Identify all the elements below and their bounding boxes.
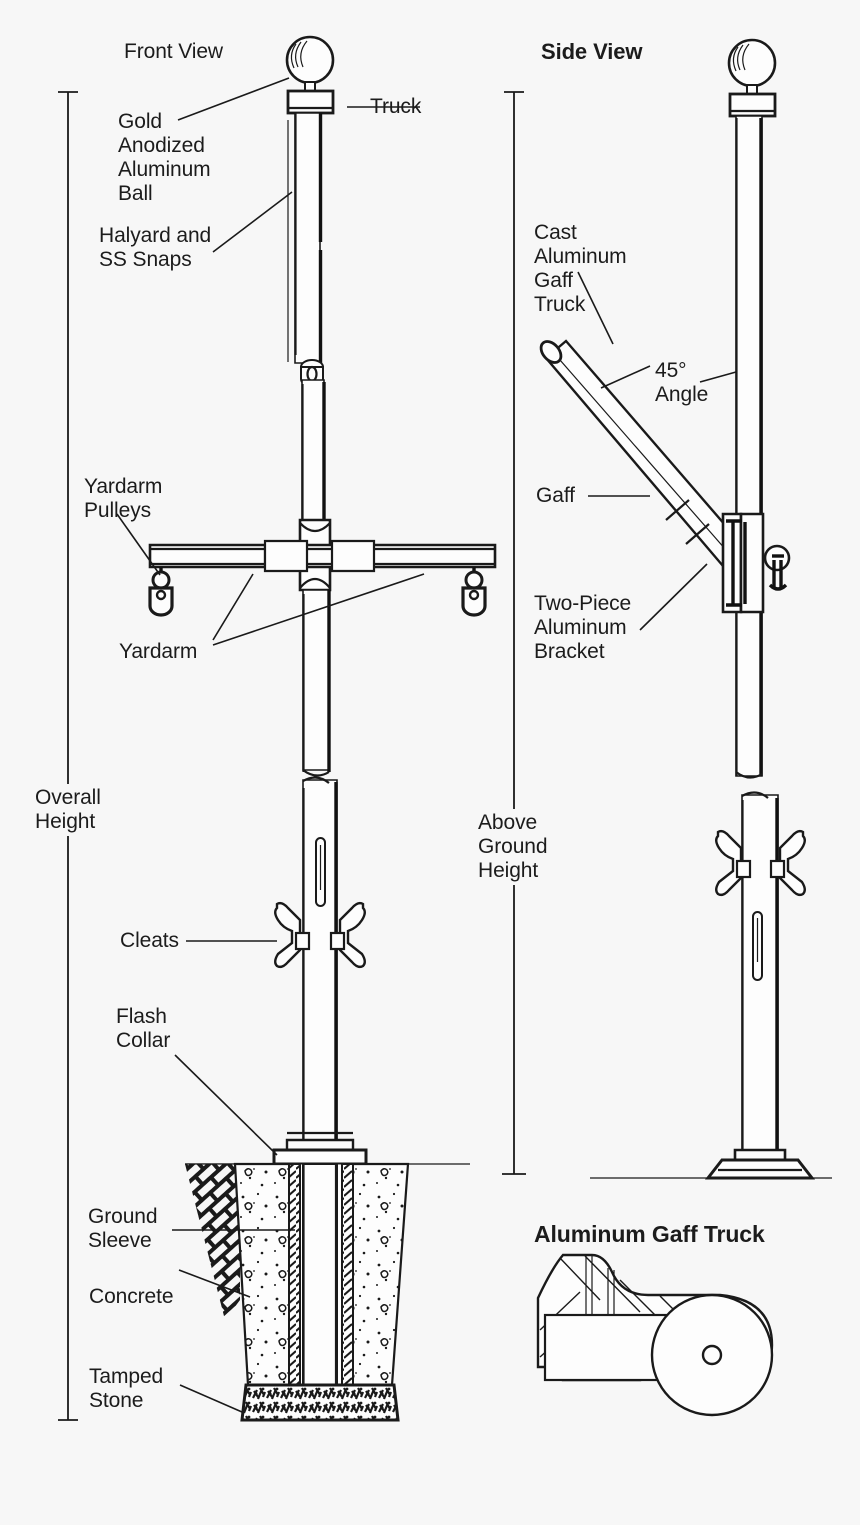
- above-ground-height-dimension: [502, 91, 526, 1175]
- leader-lines: [116, 77, 737, 1413]
- truck-block: [286, 89, 335, 115]
- yardarm-pulley-right: [461, 567, 487, 617]
- label-yardarm-pulleys: Yardarm Pulleys: [84, 475, 163, 522]
- pole-in-sleeve: [302, 1163, 338, 1386]
- front-pole-mid: [301, 379, 326, 521]
- side-truck-block: [728, 92, 777, 118]
- front-pole-lower-upper: [302, 589, 331, 777]
- label-flash-collar: Flash Collar: [116, 1005, 171, 1052]
- front-view-flagpole: [148, 35, 497, 1166]
- label-concrete: Concrete: [89, 1285, 174, 1308]
- foundation-section: [185, 1162, 470, 1422]
- side-base-plate: [704, 1148, 816, 1180]
- side-view-heading: Side View: [541, 39, 643, 64]
- earth-hatching: [185, 1163, 240, 1320]
- side-ball: [727, 38, 777, 88]
- label-45-angle: 45° Angle: [655, 359, 709, 406]
- yardarm-pulley-left: [148, 567, 174, 617]
- two-piece-aluminum-bracket: [721, 512, 791, 614]
- label-gaff: Gaff: [536, 484, 575, 507]
- label-halyard: Halyard and SS Snaps: [99, 224, 212, 271]
- detail-title-aluminum-gaff-truck: Aluminum Gaff Truck: [534, 1221, 765, 1247]
- front-pole-upper: [287, 112, 323, 380]
- side-view-flagpole: [539, 38, 832, 1180]
- side-halyard-cleat: [763, 544, 791, 591]
- gaff: [539, 339, 747, 568]
- overall-height-dimension: [58, 91, 78, 1421]
- label-ball: Gold Anodized Aluminum Ball: [118, 110, 211, 205]
- aluminum-gaff-truck-detail: [536, 1253, 774, 1417]
- label-cast-aluminum-gaff-truck: Cast Aluminum Gaff Truck: [534, 221, 627, 316]
- label-two-piece-bracket: Two-Piece Aluminum Bracket: [534, 592, 632, 663]
- label-truck: Truck: [370, 95, 422, 118]
- label-tamped-stone: Tamped Stone: [89, 1365, 164, 1412]
- side-mast-lower: [741, 791, 779, 1152]
- yardarm: [148, 539, 497, 573]
- gold-anodized-aluminum-ball: [285, 35, 335, 85]
- cleats-front: [274, 901, 366, 969]
- label-above-ground-height: Above Ground Height: [475, 809, 551, 885]
- front-view-heading: Front View: [124, 40, 223, 63]
- label-cleats: Cleats: [120, 929, 179, 952]
- tamped-stone: [240, 1383, 400, 1422]
- front-pole-bottom: [302, 776, 338, 1158]
- cleats-side: [715, 829, 806, 897]
- label-ground-sleeve: Ground Sleeve: [88, 1205, 158, 1252]
- label-overall-height: Overall Height: [32, 784, 104, 836]
- side-mast-upper: [735, 115, 763, 779]
- label-yardarm: Yardarm: [119, 640, 198, 663]
